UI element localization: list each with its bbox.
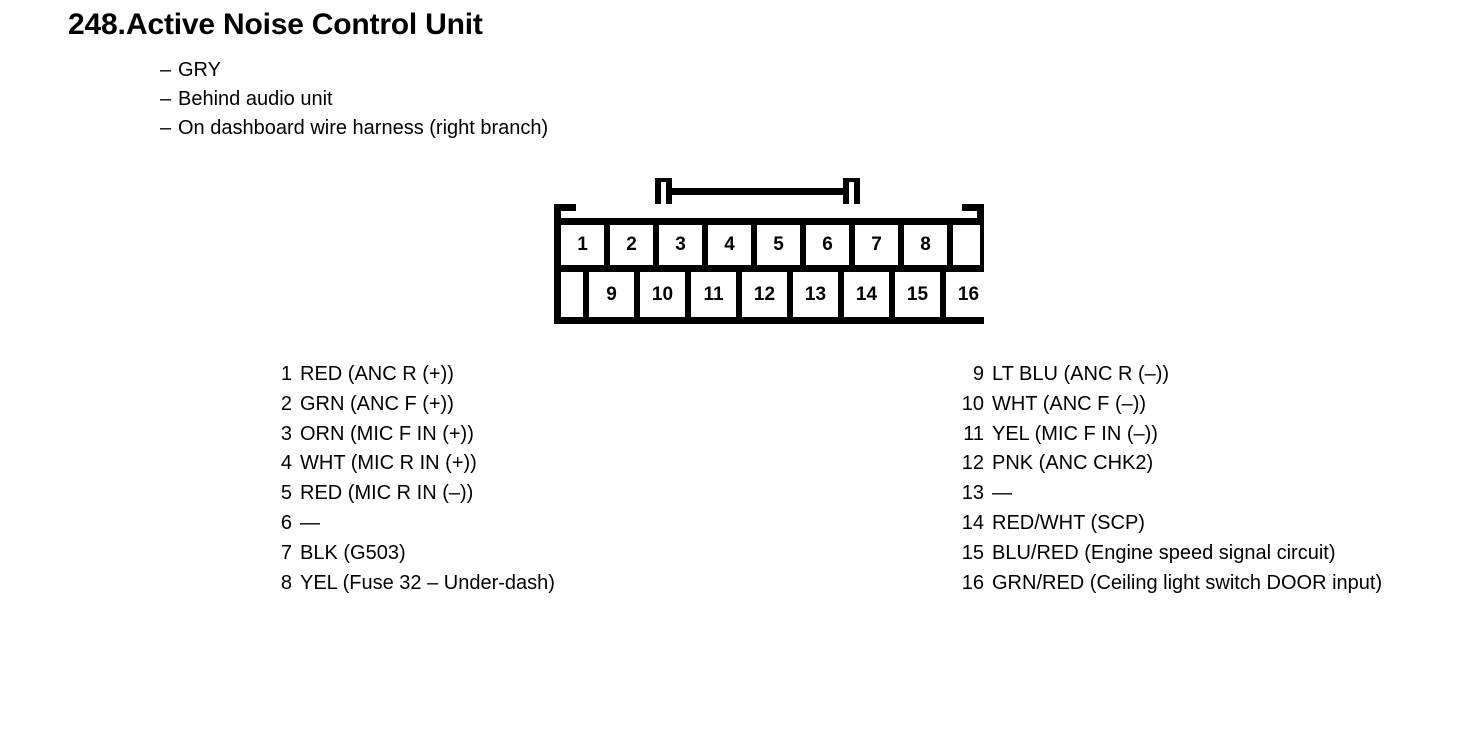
pin-number: 10 — [961, 392, 984, 415]
corner-ear-cap-left — [554, 204, 576, 211]
pin-label: BLU/RED (Engine speed signal circuit) — [992, 541, 1336, 564]
pin-entry-3: 3 ORN (MIC F IN (+)) — [276, 420, 555, 450]
pin-label: — — [992, 482, 1012, 505]
pin-cell-14: 14 — [844, 272, 889, 317]
pin-entry-9: 9 LT BLU (ANC R (–)) — [956, 360, 1382, 390]
info-item-label: On dashboard wire harness (right branch) — [178, 117, 549, 139]
pin-number: 3 — [280, 422, 292, 445]
pin-entry-4: 4 WHT (MIC R IN (+)) — [276, 449, 555, 479]
pin-cell-2: 2 — [610, 225, 653, 265]
info-item: – Behind audio unit — [160, 85, 548, 114]
pin-entry-10: 10 WHT (ANC F (–)) — [956, 390, 1382, 420]
pin-cell-11: 11 — [691, 272, 736, 317]
pin-cell-8: 8 — [904, 225, 947, 265]
pin-number: 1 — [280, 363, 292, 385]
pin-label: BLK (G503) — [300, 541, 406, 564]
pin-label: WHT (ANC F (–)) — [992, 392, 1147, 415]
page-title: 248.Active Noise Control Unit — [68, 8, 483, 42]
pin-entry-5: 5 RED (MIC R IN (–)) — [276, 479, 555, 509]
pin-entry-2: 2 GRN (ANC F (+)) — [276, 390, 555, 420]
pin-number: 11 — [963, 422, 984, 445]
pin-cell-12: 12 — [742, 272, 787, 317]
pin-number: 13 — [961, 482, 984, 505]
pin-entry-1: 1 RED (ANC R (+)) — [276, 360, 555, 390]
pin-label: RED (MIC R IN (–)) — [300, 482, 474, 505]
pin-label: RED/WHT (SCP) — [992, 511, 1145, 534]
corner-ear-cap-right — [962, 204, 984, 211]
pin-number: 8 — [280, 571, 292, 594]
pin-label: PNK (ANC CHK2) — [992, 452, 1154, 475]
pin-entry-7: 7 BLK (G503) — [276, 539, 555, 569]
pin-number: 4 — [280, 452, 292, 475]
pin-label: YEL (Fuse 32 – Under-dash) — [300, 571, 555, 594]
pin-cell-7: 7 — [855, 225, 898, 265]
pin-legend-left: 1 RED (ANC R (+)) 2 GRN (ANC F (+)) 3 ORN (MI… — [276, 360, 555, 598]
section-number: 248. — [68, 8, 126, 41]
corner-ear-right — [977, 204, 984, 220]
pin-number: 15 — [961, 541, 984, 564]
pin-cell-4: 4 — [708, 225, 751, 265]
pin-label: RED (ANC R (+)) — [300, 363, 454, 385]
pin-number: 7 — [280, 541, 292, 564]
pin-number: 2 — [280, 392, 292, 415]
latch-bar — [655, 188, 860, 195]
pin-entry-16: 16 GRN/RED (Ceiling light switch DOOR inp… — [956, 569, 1382, 599]
pin-cell-10: 10 — [640, 272, 685, 317]
housing-top-rail — [561, 218, 977, 225]
dash-bullet: – — [160, 117, 172, 139]
pin-cell-5: 5 — [757, 225, 800, 265]
info-item: – GRY — [160, 56, 548, 85]
pin-number: 9 — [972, 363, 984, 385]
pin-cell-13: 13 — [793, 272, 838, 317]
pin-entry-11: 11 YEL (MIC F IN (–)) — [956, 420, 1382, 450]
dash-bullet: – — [160, 59, 172, 81]
pin-cell-blank — [953, 225, 980, 265]
pin-number: 12 — [961, 452, 984, 475]
pin-entry-12: 12 PNK (ANC CHK2) — [956, 449, 1382, 479]
pin-number: 14 — [961, 511, 984, 534]
pin-cell-6: 6 — [806, 225, 849, 265]
pin-cell-1: 1 — [561, 225, 604, 265]
section-title: Active Noise Control Unit — [126, 8, 483, 41]
pin-number: 16 — [961, 571, 984, 594]
pin-cell-blank — [561, 272, 583, 317]
pin-number: 5 — [280, 482, 292, 505]
pin-entry-15: 15 BLU/RED (Engine speed signal circuit) — [956, 539, 1382, 569]
pin-entry-6: 6— — [276, 509, 555, 539]
dash-bullet: – — [160, 88, 172, 110]
pin-label: GRN (ANC F (+)) — [300, 392, 454, 415]
pin-label: — — [300, 511, 320, 534]
pin-cell-16: 16 — [946, 272, 991, 317]
pin-entry-14: 14 RED/WHT (SCP) — [956, 509, 1382, 539]
pin-entry-13: 13 — — [956, 479, 1382, 509]
pin-cell-9: 9 — [589, 272, 634, 317]
pin-entry-8: 8 YEL (Fuse 32 – Under-dash) — [276, 569, 555, 599]
pin-label: YEL (MIC F IN (–)) — [992, 422, 1158, 445]
pin-number: 6 — [280, 511, 292, 534]
latch-slot-left — [661, 182, 666, 225]
pin-label: LT BLU (ANC R (–)) — [992, 363, 1170, 385]
info-item: – On dashboard wire harness (right branc… — [160, 114, 548, 143]
info-item-label: Behind audio unit — [178, 88, 333, 110]
pin-label: ORN (MIC F IN (+)) — [300, 422, 474, 445]
pin-cell-15: 15 — [895, 272, 940, 317]
pin-legend-right: 9 LT BLU (ANC R (–)) 10 WHT (ANC F (–)) 11 YE… — [956, 360, 1382, 598]
pin-cell-3: 3 — [659, 225, 702, 265]
pin-label: GRN/RED (Ceiling light switch DOOR input… — [992, 571, 1383, 594]
corner-ear-left — [554, 204, 561, 220]
info-item-label: GRY — [178, 59, 221, 81]
pin-label: WHT (MIC R IN (+)) — [300, 452, 477, 475]
connector-info-list: – GRY – Behind audio unit – On dashboard… — [160, 56, 548, 143]
latch-slot-right — [849, 182, 854, 225]
pin-row-separator — [561, 265, 977, 272]
